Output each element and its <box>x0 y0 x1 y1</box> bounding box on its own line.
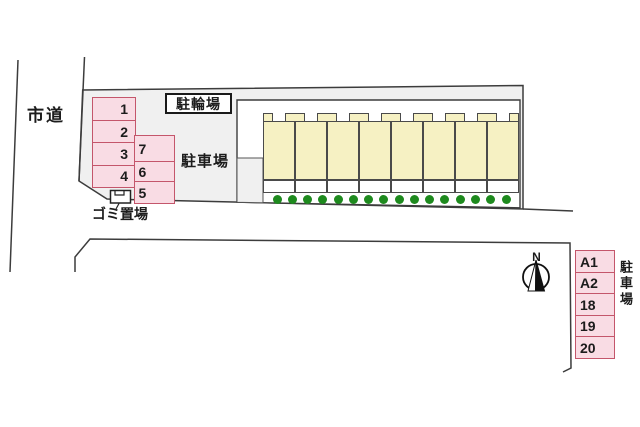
road-lower-line <box>74 238 572 373</box>
compass-north-label: N <box>532 250 541 264</box>
parking-space-7: 7 <box>133 135 175 162</box>
parcel-extension-line <box>522 208 574 212</box>
parking-space-1: 1 <box>92 97 136 121</box>
boundary-line <box>78 56 86 182</box>
city-road-label: 市道 <box>27 106 65 125</box>
parking-space-3: 3 <box>92 142 136 166</box>
parking-space-4: 4 <box>92 164 136 188</box>
parking-lot-label: 駐車場 <box>181 153 230 170</box>
road-left-line <box>9 59 19 273</box>
garbage-area-label: ゴミ置場 <box>92 206 148 222</box>
parking-space-20: 20 <box>575 336 615 359</box>
parking-space-A2: A2 <box>575 271 615 295</box>
building-unit-band <box>263 121 519 180</box>
parking-space-6: 6 <box>133 160 175 183</box>
garbage-box-icon <box>109 189 132 210</box>
parking-space-5: 5 <box>133 181 175 204</box>
parking-lot-right-label: 駐車場 <box>618 260 633 308</box>
parking-space-A1: A1 <box>575 250 615 273</box>
parking-space-19: 19 <box>575 314 615 338</box>
parking-space-18: 18 <box>575 293 615 316</box>
compass-icon <box>522 259 550 292</box>
building-walkway-strip <box>263 180 519 193</box>
bicycle-parking-label: 駐輪場 <box>165 93 232 114</box>
parking-space-2: 2 <box>92 119 136 144</box>
building-corner-notch <box>236 157 264 204</box>
